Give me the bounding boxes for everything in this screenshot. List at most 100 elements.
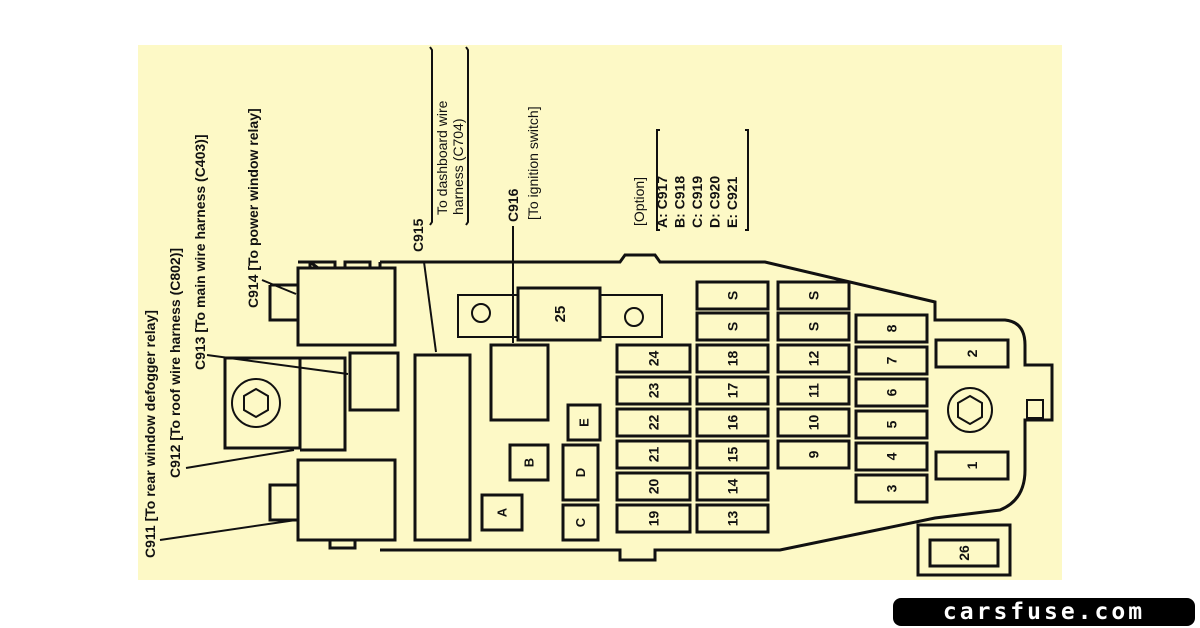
- fuse-8: [854, 313, 929, 344]
- fuse-4: [854, 441, 929, 472]
- fuse-16-label: 16: [725, 415, 741, 431]
- fuse-s: [695, 311, 770, 342]
- hex-bolt-icon: [243, 387, 269, 419]
- fuse-24-label: 24: [646, 351, 662, 367]
- fuse-4-label: 4: [884, 452, 900, 460]
- fuse-14: [695, 471, 770, 502]
- fuse-2-label: 2: [964, 349, 980, 357]
- fuse-8-label: 8: [884, 324, 900, 332]
- fuse-10-label: 10: [806, 415, 822, 431]
- fuse-s-label: S: [806, 322, 822, 331]
- fuse-1: [934, 450, 1010, 481]
- leader-lines: [159, 46, 749, 541]
- fuse-25-label: 25: [552, 306, 569, 323]
- fuse-s-label: S: [806, 291, 822, 300]
- relay-top-tabs: [308, 260, 382, 268]
- fuse-25: [516, 286, 602, 342]
- fuse-20-label: 20: [646, 479, 662, 495]
- fuse-17: [695, 375, 770, 406]
- fuse-12-label: 12: [806, 351, 822, 367]
- fuse-1-label: 1: [964, 461, 980, 469]
- c913-connector: [348, 351, 400, 412]
- fuse-15: [695, 439, 770, 470]
- fuse-s-label: S: [725, 291, 741, 300]
- option-connector-e: [566, 403, 602, 442]
- fuse-6-label: 6: [884, 388, 900, 396]
- option-connector-a-label: A: [495, 507, 510, 517]
- fuse-20: [615, 471, 692, 502]
- fuse-21-label: 21: [646, 447, 662, 463]
- fuse-6: [854, 377, 929, 408]
- fuse-16: [695, 407, 770, 438]
- option-item: A: C917: [654, 176, 670, 228]
- fuse-box-housing: [380, 253, 1054, 562]
- fuse-12: [776, 343, 851, 374]
- fuse-3: [854, 473, 929, 504]
- c915-description-line2: harness (C704): [450, 119, 466, 216]
- c912-label: C912 [To roof wire harness (C802)]: [167, 248, 183, 478]
- option-connector-d: [561, 443, 600, 502]
- fuse-21: [615, 439, 692, 470]
- carsfuse-watermark: carsfuse.com: [893, 598, 1195, 626]
- mount-slot: [1026, 399, 1044, 419]
- c915-label: C915: [410, 218, 426, 252]
- fuse-7-label: 7: [884, 356, 900, 364]
- c914-label: C914 [To power window relay]: [245, 108, 261, 308]
- fuse-7: [854, 345, 929, 376]
- bus-bar-screw: [624, 307, 644, 327]
- c916-description: [To ignition switch]: [525, 106, 541, 220]
- fuse-11: [776, 375, 851, 406]
- fuse-26: [928, 538, 1000, 568]
- option-connector-d-label: D: [573, 468, 588, 477]
- c915-description-line1: To dashboard wire: [434, 100, 450, 215]
- hex-bolt-icon: [957, 394, 983, 426]
- fuse-19: [615, 503, 692, 534]
- fuse-s: [776, 280, 851, 311]
- fuse-15-label: 15: [725, 447, 741, 463]
- c911-tab: [268, 483, 357, 550]
- option-connector-e-label: E: [577, 418, 592, 427]
- c914-relay-socket: [268, 260, 397, 347]
- fuse-s-label: S: [725, 322, 741, 331]
- fuse-24: [615, 343, 692, 374]
- bolt-ring: [947, 387, 993, 433]
- fuse-22-label: 22: [646, 415, 662, 431]
- option-item: B: C918: [672, 176, 688, 228]
- fuse-26-label: 26: [956, 545, 972, 561]
- option-item: D: C920: [707, 176, 723, 228]
- fuse-5-label: 5: [884, 420, 900, 428]
- fuse-2: [934, 338, 1010, 369]
- fuse-9: [776, 439, 851, 470]
- fuse-3-label: 3: [884, 484, 900, 492]
- option-connector-c-label: C: [573, 517, 588, 527]
- c913-label: C913 [To main wire harness (C403)]: [192, 135, 208, 370]
- option-connector-b: [508, 443, 550, 482]
- c915-connector: [413, 353, 472, 542]
- fuse-13: [695, 503, 770, 534]
- fuse-18: [695, 343, 770, 374]
- fuse-s: [695, 280, 770, 311]
- c916-label: C916: [505, 188, 521, 222]
- fuse-10: [776, 407, 851, 438]
- fuse-22: [615, 407, 692, 438]
- option-connector-c: [561, 503, 600, 542]
- fuse-18-label: 18: [725, 351, 741, 367]
- fuse-5: [854, 409, 929, 440]
- fuse-11-label: 11: [806, 383, 822, 398]
- option-connector-b-label: B: [522, 458, 537, 467]
- fuse-13-label: 13: [725, 511, 741, 527]
- option-item: C: C919: [689, 176, 705, 228]
- fuse-9-label: 9: [806, 450, 822, 458]
- option-connector-a: [480, 493, 524, 532]
- fuse-s: [776, 311, 851, 342]
- fuse-19-label: 19: [646, 511, 662, 527]
- bolt-ring: [231, 378, 281, 428]
- fuse-23: [615, 375, 692, 406]
- fuse-14-label: 14: [725, 479, 741, 495]
- bus-bar-screw: [471, 303, 491, 323]
- option-item: E: C921: [724, 176, 740, 228]
- c912-relay-socket: [296, 458, 397, 542]
- c911-label: C911 [To rear window defogger relay]: [142, 310, 158, 558]
- c916-connector: [489, 343, 550, 422]
